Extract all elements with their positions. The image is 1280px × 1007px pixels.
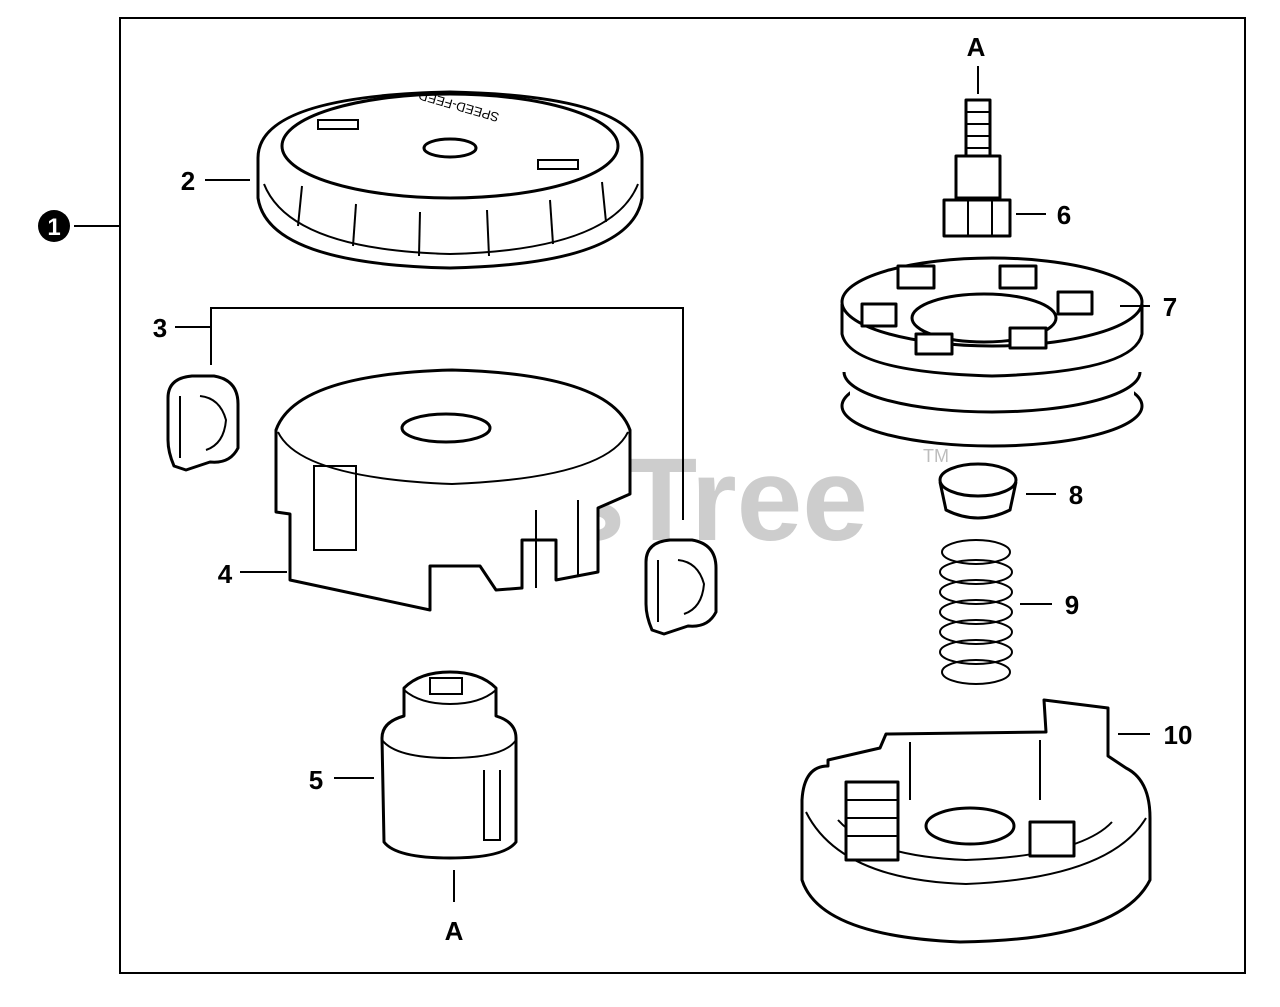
callout-10: 10 (1164, 720, 1193, 750)
part-3-leader: 3 (153, 307, 684, 520)
part-3-eyelet-right[interactable] (644, 538, 718, 636)
diagram-frame (119, 17, 1246, 974)
part-10-base[interactable]: 10 (800, 698, 1193, 944)
callout-a-top: A (967, 32, 986, 62)
callout-9: 9 (1065, 590, 1079, 620)
assembly-marker[interactable]: 1 (38, 210, 120, 242)
watermark-tm: TM (923, 446, 949, 466)
callout-5: 5 (309, 765, 323, 795)
callout-3: 3 (153, 313, 167, 343)
part-4-housing[interactable]: 4 (218, 368, 632, 612)
callout-8: 8 (1069, 480, 1083, 510)
part-7-spool[interactable]: 7 (840, 256, 1177, 448)
callout-4: 4 (218, 559, 233, 589)
callout-6: 6 (1057, 200, 1071, 230)
part-3-eyelet-left[interactable] (166, 374, 240, 472)
callout-7: 7 (1163, 292, 1177, 322)
part-2-spool-cover[interactable]: SPEED-FEED 2 (181, 88, 644, 270)
assembly-number: 1 (47, 214, 60, 241)
callout-a-bottom: A (445, 916, 464, 946)
part-6-bolt[interactable]: A 6 (942, 32, 1071, 238)
part-5-adapter[interactable]: 5 A (309, 670, 518, 946)
part-9-spring[interactable]: 9 (939, 539, 1079, 685)
callout-2: 2 (181, 166, 195, 196)
part-8-cap[interactable]: 8 (938, 462, 1083, 520)
